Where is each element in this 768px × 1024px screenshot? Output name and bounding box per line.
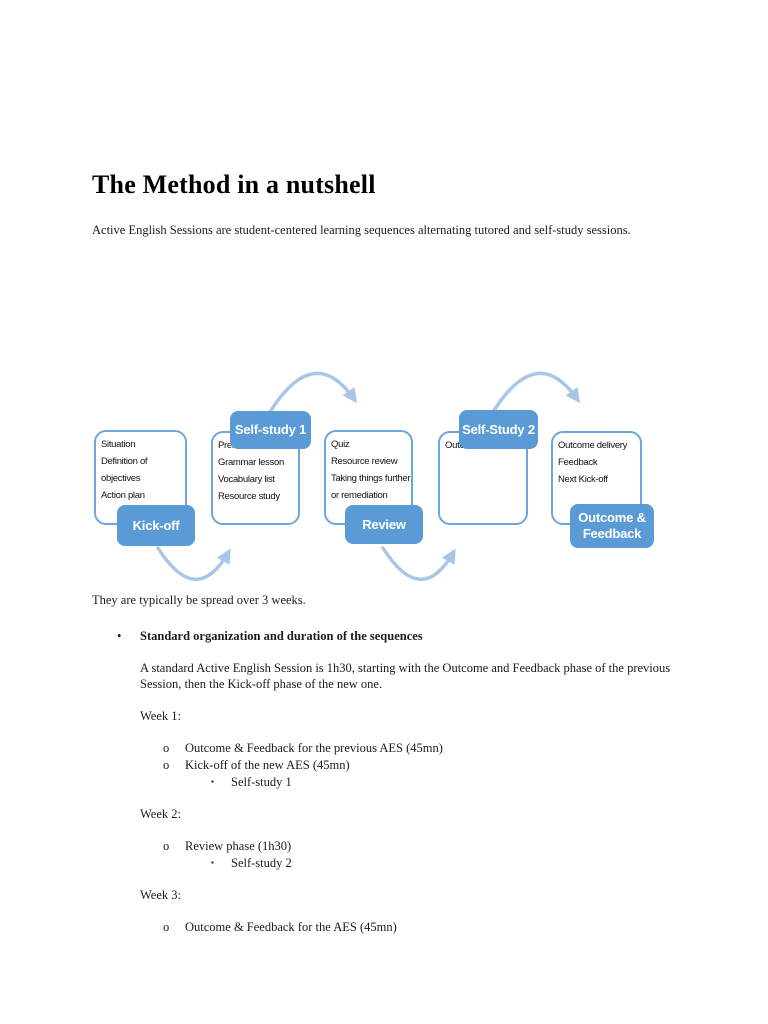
phase-label-selfstudy1: Self-study 1: [230, 411, 311, 449]
bullet-heading: Standard organization and duration of th…: [140, 629, 423, 643]
box-line: Definition of: [101, 456, 148, 467]
box-line: Quiz: [331, 439, 350, 450]
week-1-label: Week 1:: [140, 709, 181, 723]
arrow-bottom-right: [381, 546, 456, 581]
week-3-label: Week 3:: [140, 888, 181, 902]
box-line: Outc: [445, 440, 464, 451]
box-line: Resource review: [331, 456, 398, 467]
list-marker: o: [163, 741, 170, 755]
box-line: or remediation: [331, 490, 388, 501]
box-line: Taking things further: [331, 473, 411, 484]
list-marker: o: [163, 758, 170, 772]
week-2-label: Week 2:: [140, 807, 181, 821]
box-line: objectives: [101, 473, 141, 484]
arrow-bottom-left: [156, 546, 231, 581]
phase-label-kickoff: Kick-off: [117, 505, 195, 546]
sublist-item: Self-study 2: [231, 856, 292, 870]
list-item: Review phase (1h30): [185, 839, 292, 853]
phase-label-selfstudy2: Self-Study 2: [459, 410, 538, 449]
box-line: Outcome delivery: [558, 440, 628, 451]
list-item: Outcome & Feedback for the previous AES …: [185, 741, 443, 755]
box-line: Resource study: [218, 491, 280, 502]
box-line: Feedback: [558, 457, 598, 468]
list-item: Kick-off of the new AES (45mn): [185, 758, 350, 772]
bullet-marker: •: [117, 629, 122, 643]
phase-label-outcome-feedback: Outcome & Feedback: [570, 504, 654, 548]
page-title: The Method in a nutshell: [92, 170, 376, 199]
arrow-top-right: [491, 371, 580, 414]
box-line: Next Kick-off: [558, 474, 608, 485]
sublist-item: Self-study 1: [231, 775, 292, 789]
box-line: Prer: [218, 440, 235, 451]
standard-session-paragraph: A standard Active English Session is 1h3…: [140, 661, 671, 691]
list-item: Outcome & Feedback for the AES (45mn): [185, 920, 397, 934]
box-line: Situation: [101, 439, 136, 450]
list-marker: o: [163, 920, 170, 934]
spread-note: They are typically be spread over 3 week…: [92, 593, 306, 607]
box-line: Grammar lesson: [218, 457, 285, 468]
sublist-marker: ▪: [211, 777, 214, 786]
box-line: Vocabulary list: [218, 474, 275, 485]
sublist-marker: ▪: [211, 858, 214, 867]
list-marker: o: [163, 839, 170, 853]
arrow-top-left: [268, 371, 357, 414]
intro-paragraph: Active English Sessions are student-cent…: [92, 223, 631, 237]
phase-label-review: Review: [345, 505, 423, 544]
box-line: Action plan: [101, 490, 145, 501]
